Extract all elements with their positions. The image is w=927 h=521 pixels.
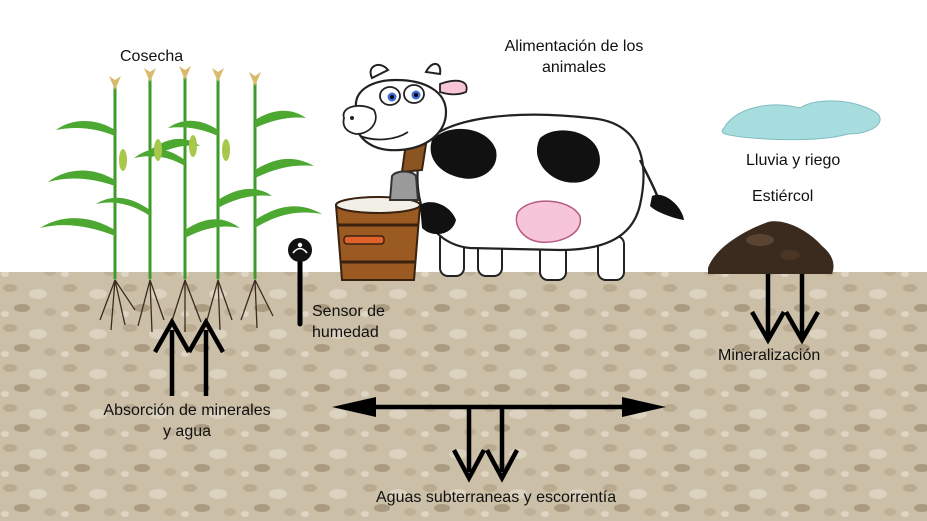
label-sensor-line1: Sensor de xyxy=(312,303,385,320)
label-mineralization: Mineralización xyxy=(718,347,821,364)
groundwater-down-arrow-icon xyxy=(485,407,519,483)
arrows xyxy=(153,274,820,483)
label-animal-feed: Alimentación de los animales xyxy=(494,36,654,78)
mineralization-down-arrow-icon xyxy=(750,274,786,345)
label-absorption: Absorción de minerales y agua xyxy=(92,400,282,442)
label-groundwater-runoff: Aguas subterraneas y escorrentía xyxy=(376,489,617,506)
label-animal-feed-line2: animales xyxy=(541,59,607,76)
cow-icon xyxy=(342,63,684,281)
water-puddle-icon xyxy=(721,100,881,141)
absorption-up-arrow-icon xyxy=(187,317,225,396)
label-sensor-line2: humedad xyxy=(312,324,379,341)
manure-pile-icon xyxy=(708,221,834,274)
label-absorption-line2: y agua xyxy=(162,423,212,440)
absorption-up-arrow-icon xyxy=(153,317,191,396)
label-moisture-sensor: Sensor de humedad xyxy=(312,301,385,343)
label-manure: Estiércol xyxy=(752,188,814,205)
soil-ground xyxy=(0,272,927,521)
label-harvest: Cosecha xyxy=(120,48,184,65)
label-absorption-line1: Absorción de minerales xyxy=(103,402,271,419)
label-rain-irrigation: Lluvia y riego xyxy=(746,152,841,169)
corn-plants-icon xyxy=(40,66,322,333)
moisture-sensor-icon xyxy=(288,238,312,327)
mineralization-down-arrow-icon xyxy=(784,274,820,345)
milk-bucket-icon xyxy=(334,196,422,281)
groundwater-down-arrow-icon xyxy=(452,407,486,483)
label-animal-feed-line1: Alimentación de los xyxy=(504,38,644,55)
